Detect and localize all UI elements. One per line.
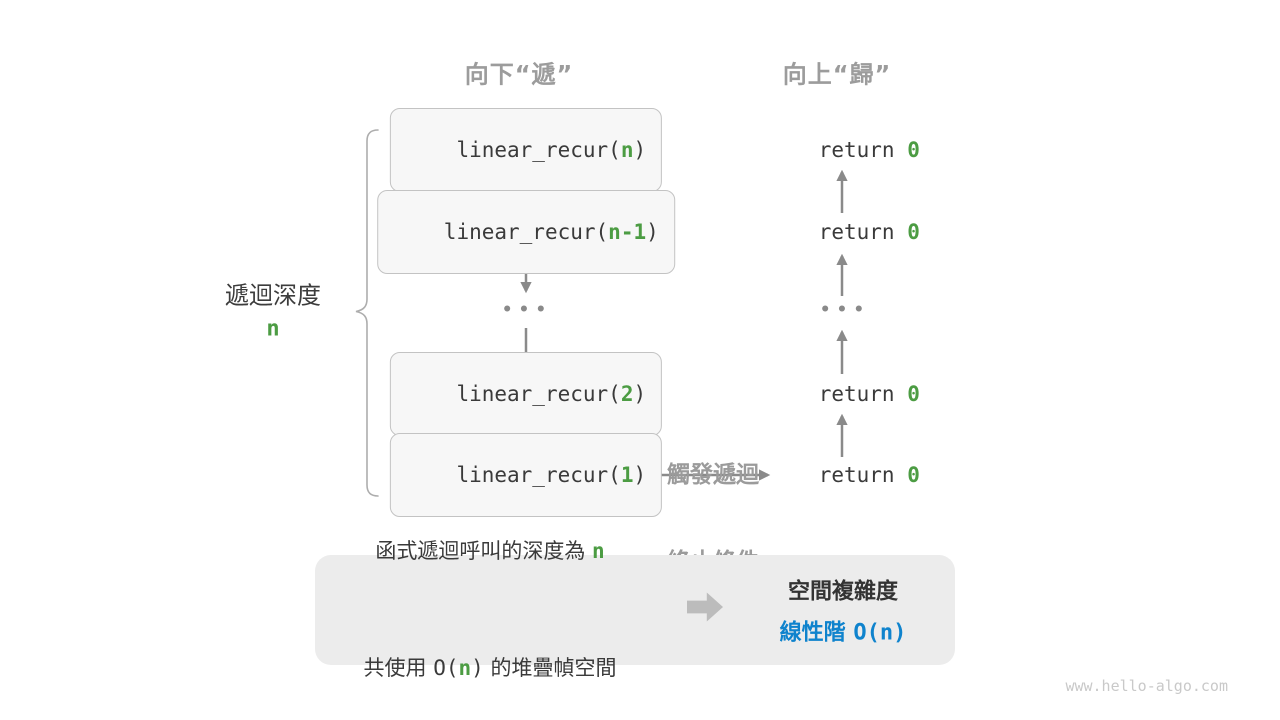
implies-arrow-icon: [687, 592, 723, 622]
termination-label-line1: 觸發遞迴: [667, 462, 759, 488]
result-complexity: O(n): [853, 620, 907, 646]
call-text: linear_recur(: [456, 382, 621, 406]
watermark: www.hello-algo.com: [1065, 677, 1228, 695]
return-value: 0: [907, 463, 920, 487]
call-arg: n-1: [608, 220, 647, 244]
summary-panel: 函式遞迴呼叫的深度為 n 共使用 O(n) 的堆疊幀空間 空間複雜度 線性階 O…: [315, 539, 955, 680]
header-return-up: 向上“歸”: [782, 60, 892, 89]
call-box-n-1: linear_recur(n-1): [377, 190, 675, 274]
return-statement-3: return 0: [768, 358, 920, 430]
call-text: ): [633, 138, 647, 162]
return-statement-2: return 0: [768, 196, 920, 268]
return-value: 0: [907, 138, 920, 162]
call-arg: n: [620, 138, 634, 162]
ellipsis-left: •••: [501, 300, 553, 320]
return-value: 0: [907, 382, 920, 406]
call-text: ): [646, 220, 659, 244]
result-value: 線性階 O(n): [779, 620, 907, 646]
recursion-depth-value: n: [266, 316, 280, 342]
summary-line-1: 函式遞迴呼叫的深度為 n: [375, 539, 605, 563]
return-text: return: [818, 138, 908, 162]
summary-line-2: 共使用 O(n) 的堆疊幀空間: [363, 656, 617, 680]
return-statement-4: return 0: [768, 439, 920, 511]
call-arg: 2: [620, 382, 634, 406]
summary-text: 函式遞迴呼叫的深度為 n 共使用 O(n) 的堆疊幀空間: [364, 454, 617, 720]
call-box-2: linear_recur(2): [389, 352, 663, 436]
result-title: 空間複雜度: [787, 579, 898, 605]
call-box-1: linear_recur(1): [389, 433, 663, 517]
ellipsis-right: •••: [819, 300, 871, 320]
call-text: ): [633, 463, 647, 487]
call-arg: 1: [620, 463, 634, 487]
call-text: linear_recur(: [443, 220, 609, 244]
recursion-depth-label: 遞迴深度: [225, 281, 321, 310]
return-text: return: [818, 382, 908, 406]
call-text: ): [633, 382, 647, 406]
call-text: linear_recur(: [456, 138, 621, 162]
summary-result: 空間複雜度 線性階 O(n): [780, 574, 907, 647]
header-recurse-down: 向下“遞”: [464, 60, 574, 89]
return-value: 0: [907, 220, 920, 244]
call-text: linear_recur(: [456, 463, 621, 487]
return-text: return: [818, 220, 908, 244]
call-box-n: linear_recur(n): [389, 108, 663, 192]
summary-depth-arg: n: [592, 539, 605, 563]
recursion-depth-brace: [355, 129, 379, 497]
summary-space-arg: n: [458, 656, 472, 680]
return-text: return: [818, 463, 908, 487]
return-statement-1: return 0: [768, 114, 920, 186]
